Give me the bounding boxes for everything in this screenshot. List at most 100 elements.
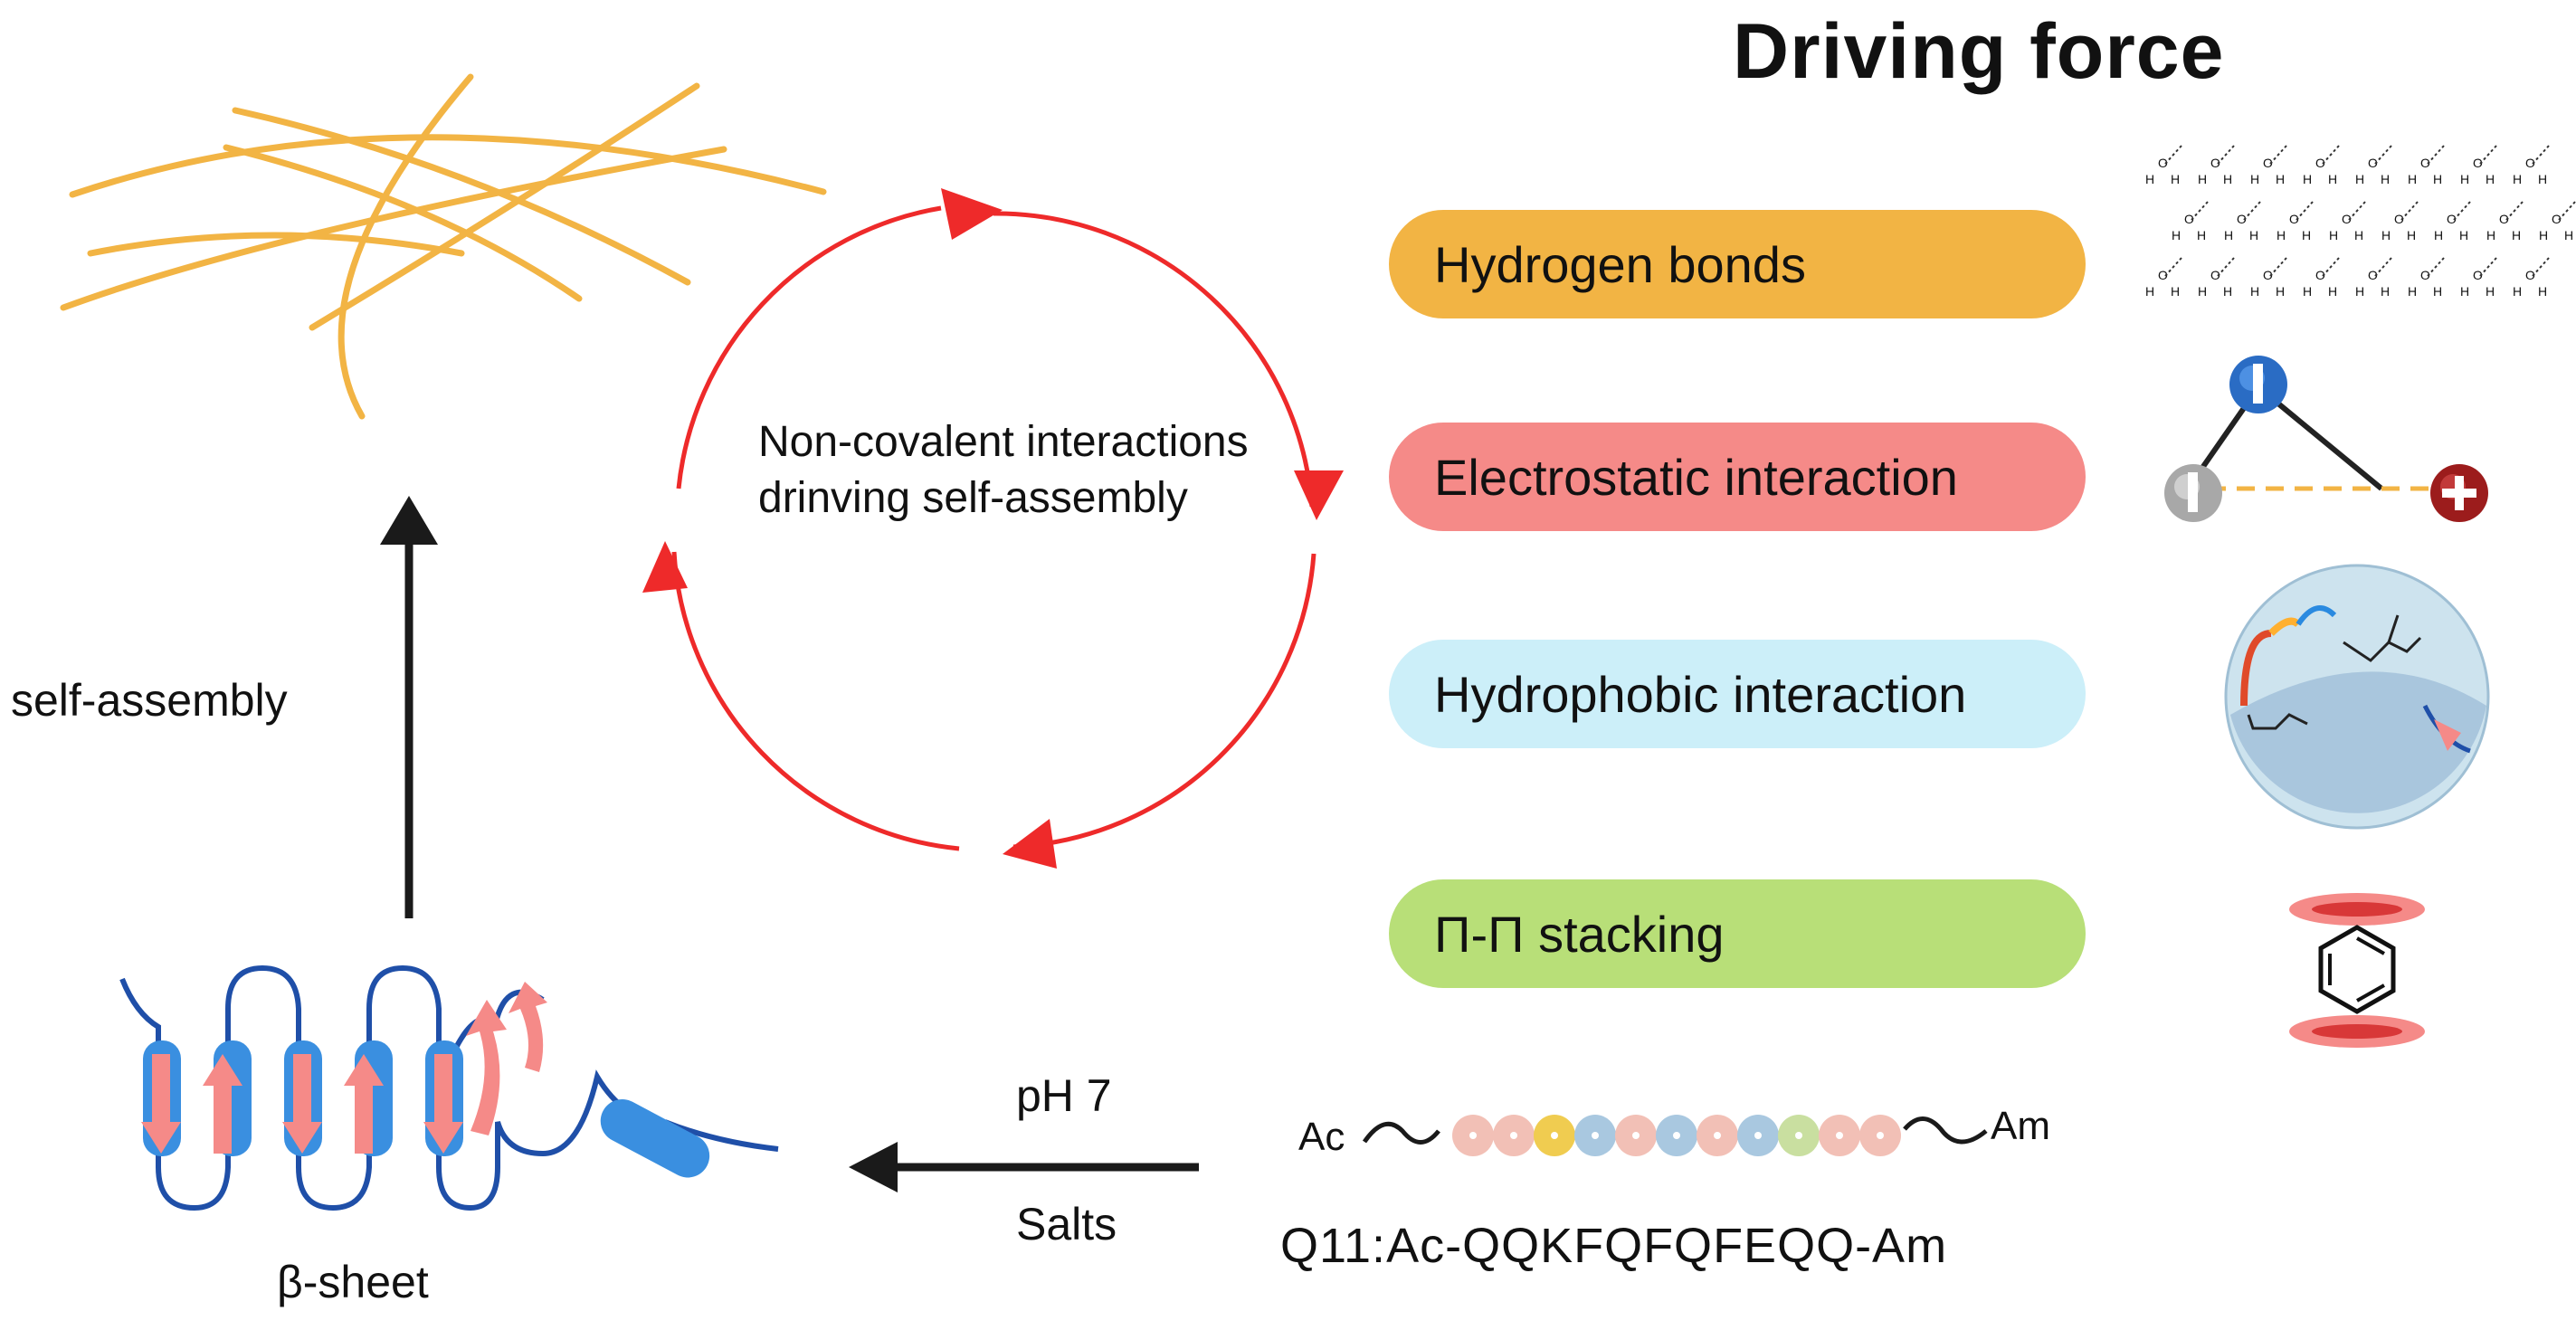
water-atom: H <box>2459 228 2468 242</box>
hydrogen-bond-line <box>2348 201 2366 221</box>
hydrogen-bond-line <box>2217 145 2235 165</box>
water-atom: H <box>2303 284 2312 299</box>
cycle-label: Non-covalent interactions drinving self-… <box>758 418 1249 522</box>
water-atom: H <box>2223 284 2232 299</box>
hydrogen-bond-line <box>2322 145 2340 165</box>
water-atom: H <box>2224 228 2233 242</box>
water-atom: H <box>2171 172 2180 186</box>
water-atom: H <box>2381 172 2390 186</box>
ph-condition-label: pH 7 <box>1016 1070 1112 1121</box>
water-atom: O <box>2473 268 2483 282</box>
water-atom: H <box>2381 284 2390 299</box>
water-atom: O <box>2525 268 2535 282</box>
peptide-bead-highlight <box>1469 1132 1477 1139</box>
water-atom: O <box>2420 156 2430 170</box>
peptide-bead-highlight <box>1510 1132 1517 1139</box>
water-atom: O <box>2394 212 2404 226</box>
water-atom: O <box>2315 268 2325 282</box>
water-atom: O <box>2263 156 2273 170</box>
force-hydrophobic: Hydrophobic interaction <box>1389 640 2086 748</box>
cycle-arrowheads <box>642 188 1344 869</box>
c-terminus-label: Am <box>1991 1104 2050 1148</box>
water-atom: H <box>2433 172 2442 186</box>
water-atom: O <box>2210 156 2220 170</box>
peptide-chain <box>1362 1115 1988 1156</box>
water-atom: H <box>2145 284 2154 299</box>
force-electrostatic: Electrostatic interaction <box>1389 423 2086 531</box>
hydrogen-bond-line <box>2217 257 2235 277</box>
title: Driving force <box>1733 8 2225 95</box>
hydrogen-bond-line <box>2164 257 2182 277</box>
water-atom: H <box>2486 172 2495 186</box>
water-atom: H <box>2381 228 2391 242</box>
non-covalent-cycle <box>671 205 1317 851</box>
self-assembly-arrow <box>380 496 438 918</box>
water-atom: O <box>2342 212 2352 226</box>
nanofiber-network <box>60 73 827 420</box>
water-atom: H <box>2460 284 2469 299</box>
n-terminus-label: Ac <box>1298 1115 1345 1159</box>
peptide-bead-highlight <box>1836 1132 1843 1139</box>
water-atom: H <box>2302 228 2311 242</box>
force-label: Electrostatic interaction <box>1434 448 1958 506</box>
water-atom: H <box>2277 228 2286 242</box>
hydrophobic-sphere-icon <box>2224 564 2490 830</box>
water-atom: O <box>2552 212 2562 226</box>
water-atom: O <box>2447 212 2457 226</box>
hydrogen-bond-line <box>2269 145 2287 165</box>
peptide-bead-highlight <box>1592 1132 1599 1139</box>
water-atom: H <box>2197 228 2206 242</box>
peptide-bead-highlight <box>1754 1132 1762 1139</box>
water-atom: H <box>2460 172 2469 186</box>
peptide-sequence-label: Q11:Ac-QQKFQFQFEQQ-Am <box>1280 1219 1948 1273</box>
hydrogen-bond-line <box>2374 257 2392 277</box>
beta-sheet-label: β-sheet <box>277 1257 429 1307</box>
force-label: Π-Π stacking <box>1434 905 1725 963</box>
water-atom: H <box>2355 284 2364 299</box>
hydrogen-bond-line <box>2164 145 2182 165</box>
water-atom: H <box>2538 284 2547 299</box>
hydrogen-bond-line <box>2505 201 2524 221</box>
hydrogen-bond-line <box>2296 201 2314 221</box>
force-label: Hydrogen bonds <box>1434 235 1806 293</box>
water-atom: H <box>2539 228 2548 242</box>
benzene-stack-icon <box>2289 893 2425 1048</box>
water-atom: H <box>2513 172 2522 186</box>
water-atom: O <box>2158 268 2168 282</box>
charge-triangle-icon <box>2164 356 2488 522</box>
peptide-bead-highlight <box>1877 1132 1884 1139</box>
hydrogen-bond-line <box>2427 257 2445 277</box>
hydrogen-bond-line <box>2374 145 2392 165</box>
water-atom: H <box>2250 284 2259 299</box>
water-atom: H <box>2408 284 2417 299</box>
water-atom: H <box>2512 228 2521 242</box>
water-atom: O <box>2184 212 2194 226</box>
hydrogen-bond-line <box>2322 257 2340 277</box>
water-atom: H <box>2486 284 2495 299</box>
self-assembly-label: self-assembly <box>11 675 288 726</box>
water-atom: H <box>2223 172 2232 186</box>
water-atom: H <box>2328 172 2337 186</box>
water-atom: H <box>2328 284 2337 299</box>
water-atom: O <box>2315 156 2325 170</box>
hydrogen-bond-line <box>2453 201 2471 221</box>
water-atom: H <box>2276 284 2285 299</box>
hydrogen-bond-line <box>2479 145 2497 165</box>
water-atom: H <box>2433 284 2442 299</box>
beta-sheet-structure <box>119 964 779 1211</box>
force-hydrogen-bonds: Hydrogen bonds <box>1389 210 2086 318</box>
water-atom: H <box>2250 172 2259 186</box>
water-atom: H <box>2198 172 2207 186</box>
force-pi-stacking: Π-Π stacking <box>1389 879 2086 988</box>
water-atom: H <box>2303 172 2312 186</box>
water-atom: O <box>2368 268 2378 282</box>
water-atom: H <box>2276 172 2285 186</box>
water-atom: H <box>2198 284 2207 299</box>
water-atom: H <box>2538 172 2547 186</box>
hydrogen-bond-line <box>2558 201 2576 221</box>
peptide-bead-highlight <box>1673 1132 1680 1139</box>
hydrogen-bond-line <box>2427 145 2445 165</box>
water-atom: H <box>2145 172 2154 186</box>
